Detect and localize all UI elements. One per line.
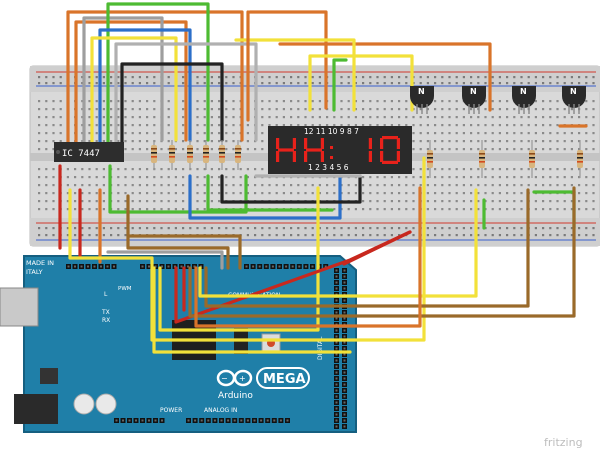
wire-yellow [234,38,356,112]
brand-label: Arduino [218,391,253,401]
wires-lower [58,156,576,354]
resistor [235,140,241,170]
wire-yellow [198,188,478,298]
display-digit [380,136,400,164]
resistor [529,140,535,178]
resistor [219,140,225,170]
usb-port[interactable] [0,287,39,327]
npn-transistor: N [562,86,586,114]
resistor [151,140,157,170]
wire-green [106,2,210,152]
power-label: POWER [160,407,182,414]
top-power-rail [30,66,600,92]
seven-segment-display: 12 11 10 9 8 7 1 2 3 4 5 6 [268,126,412,174]
display-pins-bottom: 1 2 3 4 5 6 [308,163,349,172]
wire-black [220,174,362,204]
wire-yellow [68,188,154,270]
wire-blue [98,28,192,152]
power-jack[interactable] [14,394,58,424]
capacitor [73,393,95,415]
pwm-label: PWM [118,286,132,292]
display-digit [368,138,372,162]
wire-gray [114,42,258,152]
npn-transistor: N [410,86,434,114]
wire-orange [194,186,422,328]
wire-orange [278,42,492,112]
resistor [427,140,433,178]
transistor-label: N [418,87,425,96]
bottom-power-rail [30,218,600,246]
wire-orange [66,10,244,152]
wire-gray [82,16,164,152]
digital-label: DIGITAL [317,336,324,360]
display-digit [304,138,324,162]
wire-orange [248,10,328,110]
resistor [479,140,485,178]
resistor [169,140,175,170]
l-label: L [104,291,108,298]
rx-label: RX [102,317,110,324]
made-in-label: MADE IN [26,259,54,267]
wire-yellow [150,156,426,342]
wire-orange [74,20,188,152]
wire-yellow [308,54,414,112]
transistor-label: N [570,87,577,96]
wire-black [120,62,224,152]
tx-label: TX [101,309,110,316]
transistor-label: N [520,87,527,96]
model-label: MEGA [263,372,306,387]
wire-brown [188,186,576,318]
analog-in-label: ANALOG IN [204,407,237,414]
fritzing-watermark: fritzing [544,436,583,449]
wire-red [342,230,412,266]
display-digit [330,146,333,159]
svg-text:+: + [239,374,246,383]
wire-blue [188,174,342,220]
display-digits [276,136,400,164]
resistor-array [151,140,241,170]
regulator [40,368,58,384]
npn-transistor: N [512,86,536,114]
ic-7447: IC 7447 [54,142,124,162]
arduino-logo: − + MEGA Arduino [216,367,310,401]
ic-label: IC 7447 [62,149,100,159]
made-in-label: ITALY [26,268,43,276]
resistor [577,140,583,178]
wire-brown [126,194,230,270]
arduino-mega-board: MADE IN ITALY PWM L TX RX COMMUNICATION … [0,255,357,433]
capacitor [95,393,117,415]
transistor-label: N [470,87,477,96]
wire-yellow [152,266,352,354]
wire-green [206,174,334,212]
wire-gray [106,250,224,270]
display-digit [276,138,296,162]
wires [66,2,492,152]
wire-yellow [158,186,320,332]
resistor [203,140,209,170]
resistor [187,140,193,170]
wire-green [108,164,248,214]
right-resistors [427,140,583,178]
wire-brown [126,234,242,270]
wire-brown [204,188,530,308]
display-pins-top: 12 11 10 9 8 7 [304,127,359,136]
wire-yellow [90,36,178,152]
wire-green [332,58,348,112]
npn-transistor: N [462,86,486,114]
svg-text:−: − [221,374,228,383]
